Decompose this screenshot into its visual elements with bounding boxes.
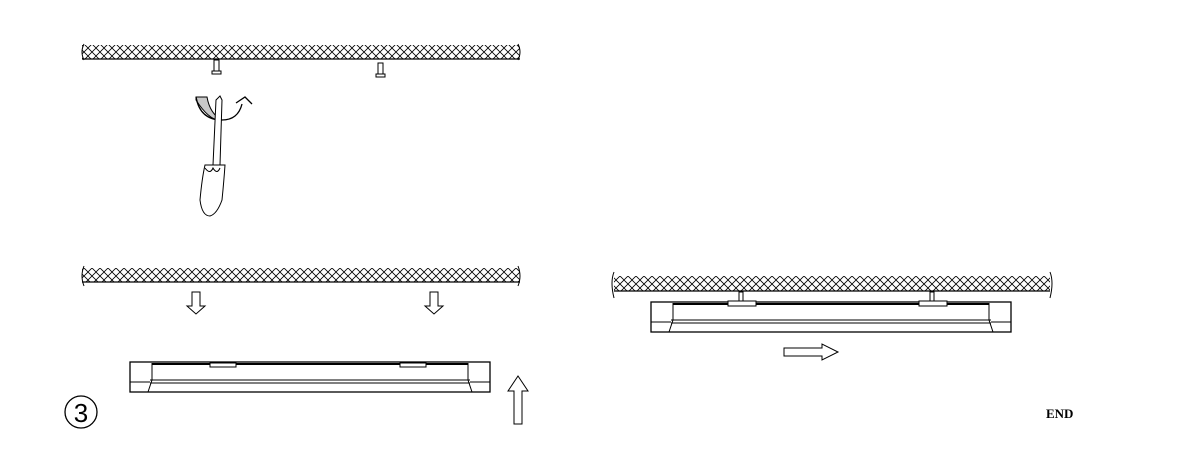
end-label: END: [1046, 406, 1073, 421]
arrow-up-icon: [507, 375, 529, 425]
screw-icon: [375, 62, 386, 78]
ceiling-right: [611, 271, 1053, 299]
ceiling-middle-left: [81, 265, 521, 287]
ceiling-top: [81, 43, 521, 61]
mounted-light-fixture: [650, 291, 1012, 333]
screw-icon: [211, 59, 222, 75]
arrow-down-icon: [423, 291, 445, 315]
arrow-right-icon: [783, 343, 840, 361]
screwdriver-icon: [195, 95, 253, 217]
step-number: 3: [74, 398, 88, 428]
arrow-down-icon: [185, 291, 207, 315]
light-fixture: [129, 361, 491, 393]
step-number-badge: 3: [64, 395, 98, 429]
